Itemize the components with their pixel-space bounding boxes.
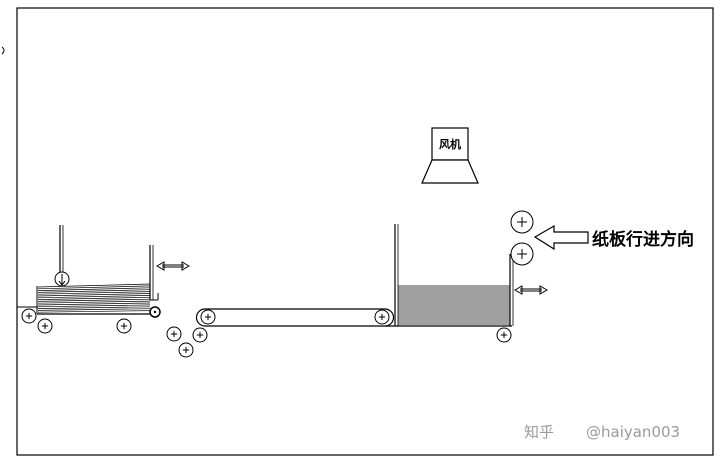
left-board-sheet	[37, 308, 151, 311]
left-board-sheet	[37, 306, 151, 309]
roller-icon	[200, 309, 216, 325]
fan-unit: 风机	[421, 127, 479, 184]
left-board-sheet	[37, 300, 151, 304]
left-stacker-top-roller	[54, 271, 70, 287]
left-stacker-small-wheel	[149, 306, 161, 318]
roller-icon	[496, 327, 512, 343]
left-board-sheet	[37, 283, 151, 288]
left-board-stack	[37, 283, 151, 313]
left-board-sheet	[37, 289, 151, 293]
watermark: 知乎 @haiyan003	[524, 423, 680, 441]
roller-icon	[116, 318, 132, 334]
diagram-border	[16, 7, 714, 456]
edge-mark	[1, 46, 5, 55]
double-arrow-left	[155, 261, 191, 271]
fan-box	[431, 127, 469, 161]
left-stacker	[36, 225, 159, 315]
watermark-site: 知乎	[524, 423, 554, 441]
double-arrow-right	[513, 285, 549, 295]
left-board-sheet	[37, 293, 151, 297]
direction-label: 纸板行进方向	[592, 229, 694, 250]
left-board-sheet	[37, 302, 151, 306]
direction-arrow-icon	[533, 224, 589, 251]
left-board-sheet	[37, 298, 151, 302]
left-board-sheet	[37, 296, 151, 300]
roller-icon	[510, 242, 534, 266]
left-board-sheet	[37, 287, 151, 291]
left-board-sheet	[37, 291, 151, 295]
roller-icon	[37, 318, 53, 334]
roller-icon	[178, 342, 194, 358]
rollers	[21, 210, 534, 358]
watermark-user: @haiyan003	[586, 423, 680, 441]
direction-indicator: 纸板行进方向	[533, 224, 694, 251]
right-board-stack	[398, 285, 510, 325]
left-board-sheet	[37, 304, 151, 308]
left-board-sheet	[37, 310, 151, 313]
left-board-sheet	[37, 285, 151, 290]
roller-icon	[374, 309, 390, 325]
roller-icon	[166, 326, 182, 342]
fan-label: 风机	[439, 137, 461, 151]
roller-icon	[192, 327, 208, 343]
roller-icon	[510, 210, 534, 234]
roller-icon	[21, 308, 37, 324]
fan-nozzle	[421, 159, 479, 184]
middle-conveyor	[195, 308, 395, 327]
right-stacker	[394, 224, 514, 326]
left-board-sheet	[37, 295, 151, 299]
